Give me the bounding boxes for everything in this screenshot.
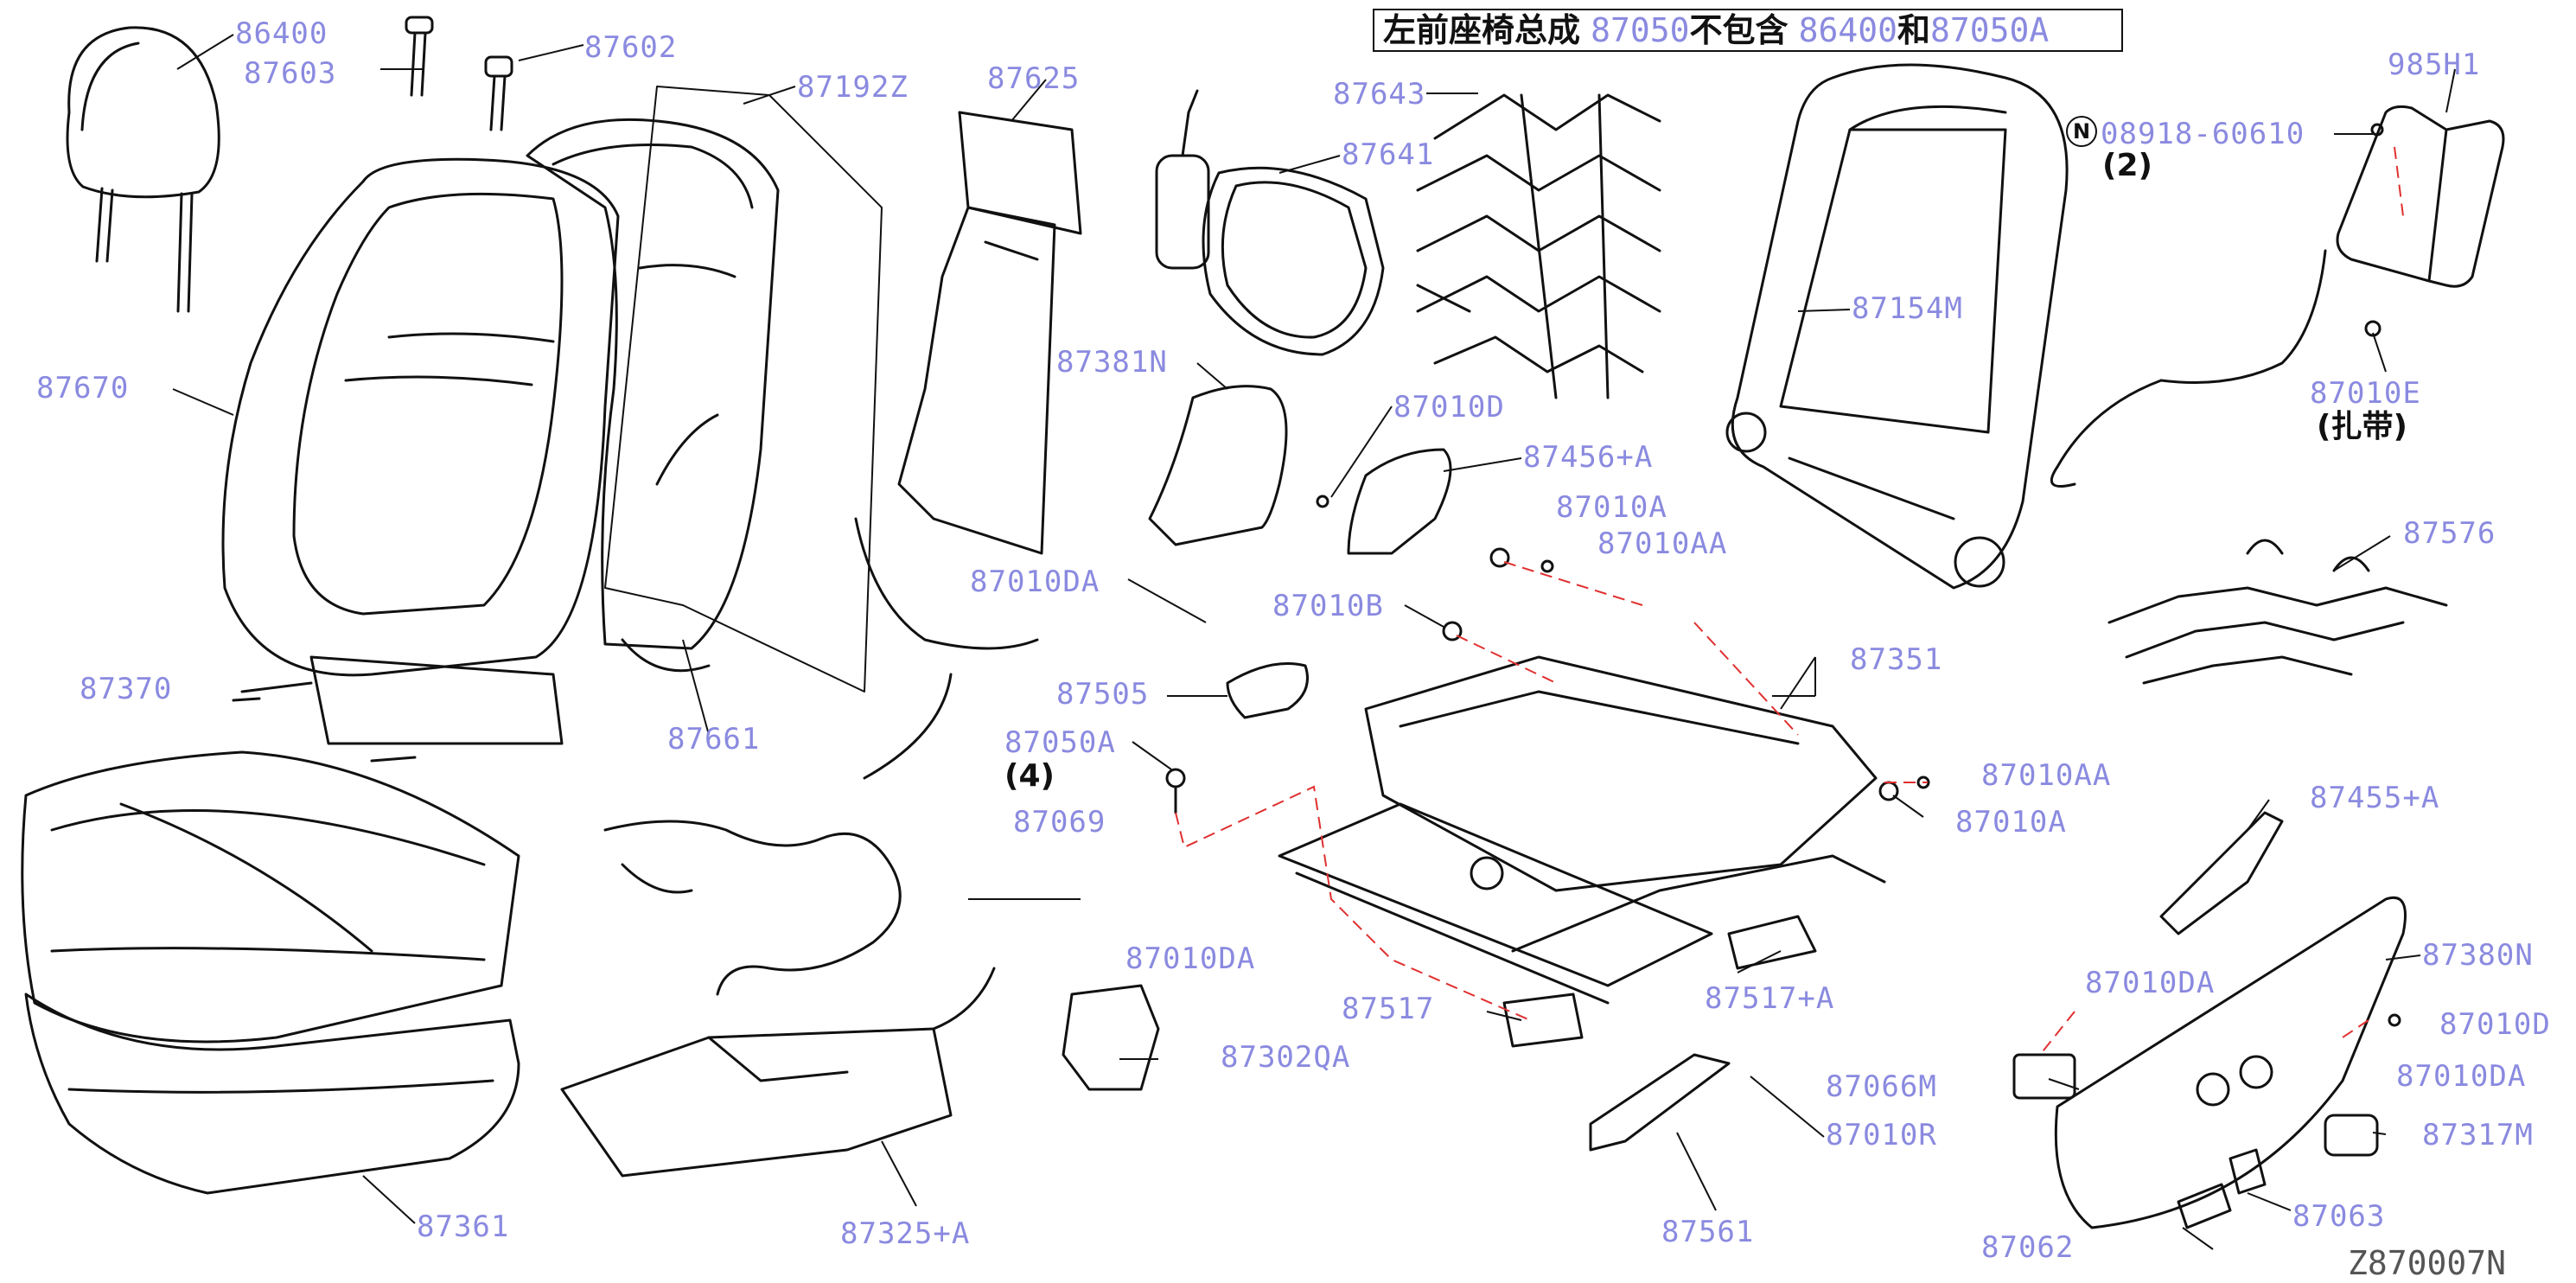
part-label-87192Z[interactable]: 87192Z <box>797 70 909 105</box>
part-label-87010R[interactable]: 87010R <box>1826 1118 1937 1152</box>
strap-note: (扎带) <box>2317 409 2407 444</box>
part-label-87066M[interactable]: 87066M <box>1826 1069 1937 1104</box>
part-label-87643[interactable]: 87643 <box>1333 77 1426 112</box>
part-label-87010E[interactable]: 87010E <box>2310 376 2421 411</box>
bracket-drawing <box>1226 662 1309 719</box>
assembly-dashed-lines <box>1175 146 2404 1056</box>
title-mid: 不包含 <box>1689 11 1789 49</box>
lever-knob-small-drawing <box>2228 1148 2267 1195</box>
part-label-87505[interactable]: 87505 <box>1056 677 1150 712</box>
seat-cushion-drawing <box>21 750 520 1044</box>
part-label-08918-60610[interactable]: 08918-60610 <box>2101 117 2305 151</box>
seatback-pad-drawing <box>526 118 780 673</box>
part-label-87010A-top[interactable]: 87010A <box>1556 490 1667 525</box>
inner-trim-drawing <box>1347 448 1452 555</box>
quantity-note-2: (2) <box>2102 148 2152 183</box>
side-airbag-drawing <box>2050 105 2505 488</box>
title-part-main[interactable]: 87050 <box>1591 11 1690 49</box>
seatback-board-outline <box>604 86 883 693</box>
quantity-note-4: (4) <box>1004 758 1055 794</box>
title-conj: 和 <box>1897 11 1931 49</box>
part-label-87050A[interactable]: 87050A <box>1004 725 1116 760</box>
cushion-pan-drawing <box>24 993 520 1195</box>
part-label-87670[interactable]: 87670 <box>36 371 130 405</box>
part-label-87302QA[interactable]: 87302QA <box>1221 1040 1351 1075</box>
part-label-87661[interactable]: 87661 <box>667 722 761 756</box>
lumbar-support-drawing <box>1155 89 1385 356</box>
part-label-87062[interactable]: 87062 <box>1981 1230 2075 1265</box>
headrest-guide-drawing <box>405 16 513 131</box>
part-label-87010B[interactable]: 87010B <box>1272 589 1384 623</box>
part-label-87063[interactable]: 87063 <box>2292 1199 2386 1234</box>
part-label-87576[interactable]: 87576 <box>2403 516 2496 551</box>
seat-frame-drawing <box>1278 655 1886 1005</box>
lever-drawing <box>1589 1053 1731 1152</box>
part-label-87517A[interactable]: 87517+A <box>1705 981 1835 1016</box>
seat-switch-drawing <box>2012 1053 2076 1100</box>
track-cover-right-drawing <box>1727 915 1817 970</box>
seat-motor-bracket-drawing <box>1062 984 1160 1091</box>
part-label-87010DA-4[interactable]: 87010DA <box>2396 1059 2527 1094</box>
part-label-87456A[interactable]: 87456+A <box>1523 440 1654 475</box>
seatback-cover-drawing <box>221 157 620 763</box>
part-label-87603[interactable]: 87603 <box>244 56 337 91</box>
part-label-87010D-top[interactable]: 87010D <box>1393 390 1505 424</box>
part-label-87455A[interactable]: 87455+A <box>2310 781 2440 815</box>
wire-harness-drawing <box>603 517 1039 996</box>
n-mark-icon: N <box>2066 116 2097 147</box>
seatback-frame-drawing <box>1725 63 2069 590</box>
seat-heater-drawing <box>560 967 996 1178</box>
part-label-87154M[interactable]: 87154M <box>1852 291 1963 326</box>
cushion-spring-drawing <box>2107 539 2448 685</box>
part-label-87010AA-top[interactable]: 87010AA <box>1597 527 1728 561</box>
part-label-87010DA-2[interactable]: 87010DA <box>1125 942 1256 976</box>
headrest-drawing <box>66 26 220 313</box>
seatback-side-cover-drawing <box>1148 385 1288 546</box>
part-label-87517[interactable]: 87517 <box>1342 992 1435 1026</box>
track-cover-drawing <box>1502 993 1584 1048</box>
assembly-title-box: 左前座椅总成 87050不包含 86400和87050A <box>1373 9 2123 52</box>
part-label-87602[interactable]: 87602 <box>584 30 678 65</box>
part-label-87069[interactable]: 87069 <box>1013 805 1106 839</box>
seatback-spring-drawing <box>1416 93 1661 399</box>
fastener-drawings <box>1165 123 2401 1027</box>
part-label-87010DA-1[interactable]: 87010DA <box>970 565 1100 599</box>
side-trim-drawing <box>2159 811 2284 935</box>
lumbar-switch-drawing <box>2324 1114 2379 1157</box>
part-label-87010DA-3[interactable]: 87010DA <box>2085 966 2216 1000</box>
part-label-87010A-right[interactable]: 87010A <box>1955 805 2067 839</box>
pad-drawing <box>897 111 1082 555</box>
lever-knob-drawing <box>2177 1183 2232 1229</box>
part-label-86400[interactable]: 86400 <box>235 16 328 51</box>
part-label-985H1[interactable]: 985H1 <box>2388 48 2481 82</box>
part-label-87561[interactable]: 87561 <box>1661 1215 1755 1249</box>
part-label-87010D-right[interactable]: 87010D <box>2439 1007 2551 1042</box>
part-label-87641[interactable]: 87641 <box>1342 137 1435 172</box>
title-part-a[interactable]: 86400 <box>1798 11 1897 49</box>
title-prefix: 左前座椅总成 <box>1383 11 1581 49</box>
part-label-87381N[interactable]: 87381N <box>1056 345 1168 380</box>
part-label-87361[interactable]: 87361 <box>417 1210 510 1244</box>
diagram-code: Z870007N <box>2348 1244 2507 1282</box>
part-label-87317M[interactable]: 87317M <box>2422 1118 2534 1152</box>
title-part-b[interactable]: 87050A <box>1930 11 2050 49</box>
part-label-87325A[interactable]: 87325+A <box>840 1216 971 1251</box>
part-label-87370[interactable]: 87370 <box>80 672 173 706</box>
part-label-87010AA-right[interactable]: 87010AA <box>1981 758 2112 793</box>
part-label-87380N[interactable]: 87380N <box>2422 938 2534 973</box>
leader-lines <box>172 34 2456 1250</box>
part-label-87625[interactable]: 87625 <box>987 61 1081 96</box>
seat-side-finisher-drawing <box>2054 897 2407 1229</box>
part-label-87351[interactable]: 87351 <box>1850 642 1943 677</box>
